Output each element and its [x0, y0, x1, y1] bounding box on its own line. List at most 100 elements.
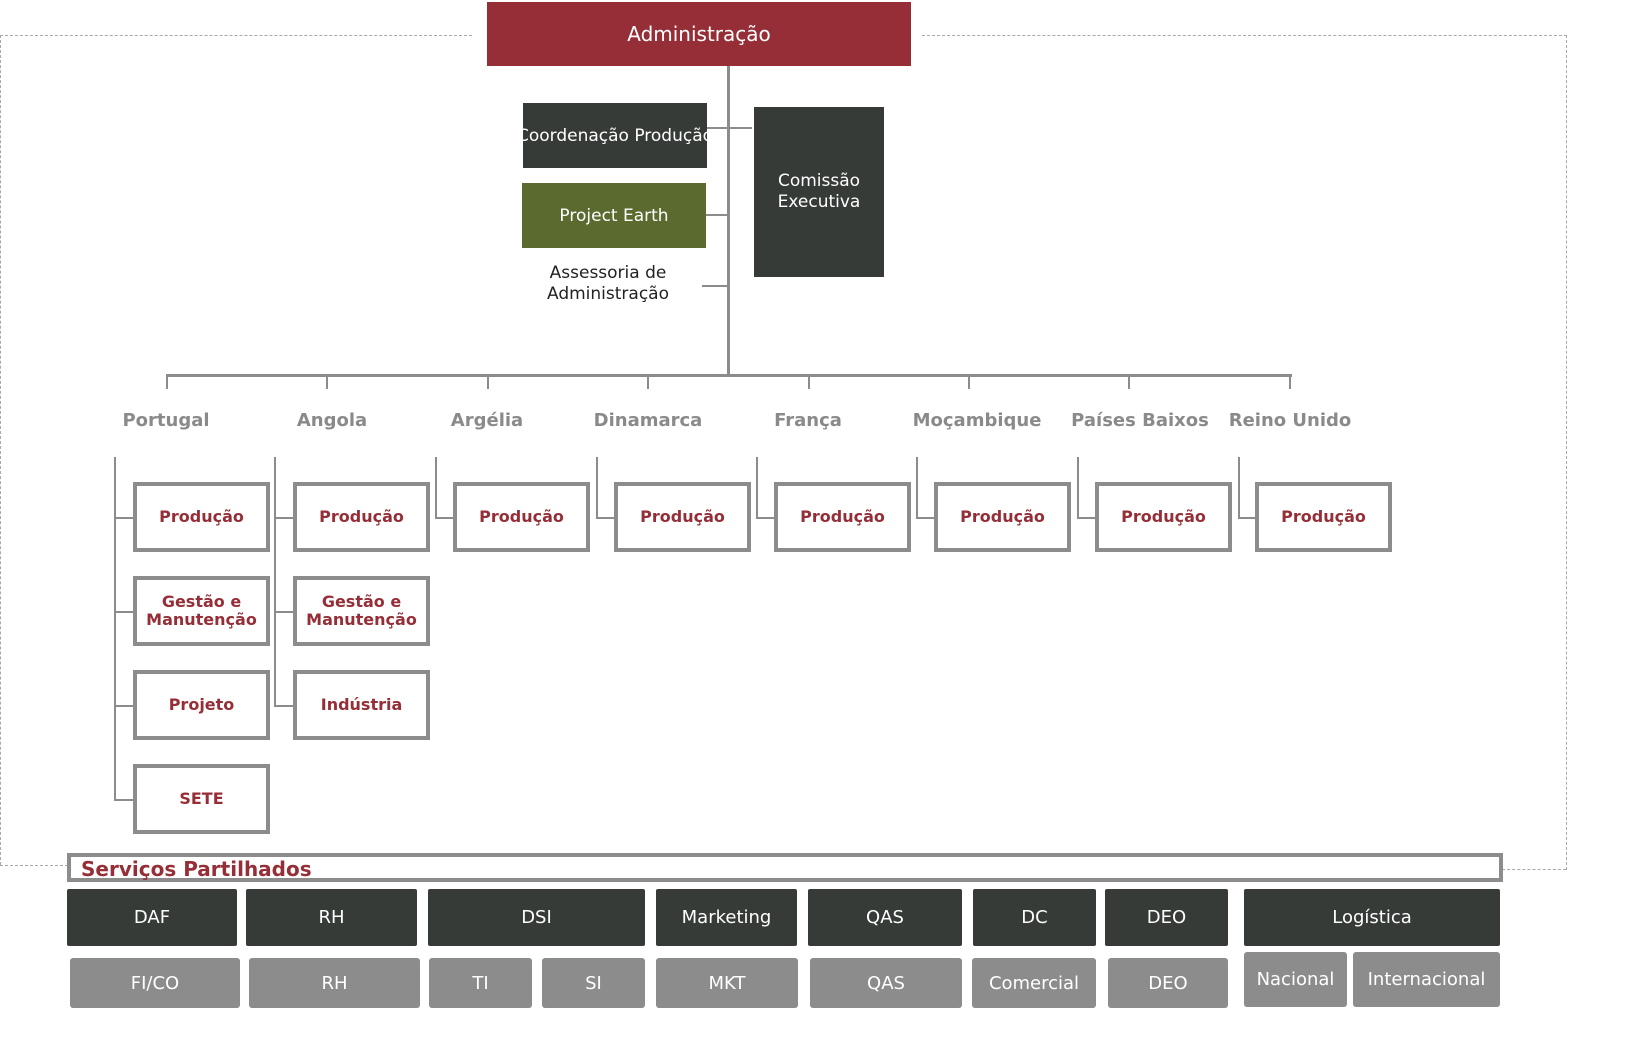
country-header[interactable]: França [774, 410, 842, 431]
service-group-box[interactable]: DSI [428, 889, 645, 946]
unit-label: Gestão e Manutenção [306, 592, 417, 629]
service-sub-box[interactable]: RH [249, 958, 420, 1008]
service-group-box[interactable]: QAS [808, 889, 962, 946]
unit-box[interactable]: Produção [133, 482, 270, 552]
unit-connector [1238, 517, 1255, 519]
unit-connector [916, 517, 934, 519]
service-sub-box[interactable]: FI/CO [70, 958, 240, 1008]
unit-box[interactable]: Produção [293, 482, 430, 552]
unit-connector [756, 517, 774, 519]
main-trunk [727, 66, 730, 376]
frame-left [0, 35, 1, 865]
unit-box[interactable]: Indústria [293, 670, 430, 740]
unit-connector [114, 705, 133, 707]
executive-label: Comissão Executiva [777, 171, 861, 212]
frame-right [1566, 35, 1567, 870]
frame-bottom-right [1502, 869, 1566, 870]
service-sub-box[interactable]: QAS [810, 958, 962, 1008]
unit-connector [114, 799, 133, 801]
unit-label: Produção [1121, 507, 1206, 526]
country-tick [968, 376, 970, 389]
service-sub-box[interactable]: MKT [656, 958, 798, 1008]
unit-box[interactable]: SETE [133, 764, 270, 834]
project-earth-connector [706, 214, 728, 216]
country-header[interactable]: Reino Unido [1228, 410, 1352, 431]
unit-connector [435, 517, 453, 519]
unit-box[interactable]: Produção [453, 482, 590, 552]
unit-label: SETE [179, 789, 224, 808]
unit-box[interactable]: Produção [1255, 482, 1392, 552]
unit-connector [114, 517, 133, 519]
country-header[interactable]: Argélia [450, 410, 524, 431]
unit-label: Gestão e Manutenção [146, 592, 257, 629]
country-header[interactable]: Moçambique [912, 410, 1042, 431]
unit-connector [274, 611, 293, 613]
service-group-box[interactable]: DEO [1105, 889, 1228, 946]
administration-box[interactable]: Administração [487, 2, 911, 66]
frame-bottom-left [0, 865, 68, 866]
advisory-label[interactable]: Assessoria de Administração [547, 263, 669, 304]
coordination-label: Coordenação Produção [516, 125, 714, 146]
country-tick [808, 376, 810, 389]
service-group-box[interactable]: Marketing [656, 889, 797, 946]
shared-services-title: Serviços Partilhados [81, 857, 312, 881]
unit-box[interactable]: Projeto [133, 670, 270, 740]
country-vertical-line [435, 457, 437, 518]
country-header[interactable]: Países Baixos [1071, 410, 1209, 431]
unit-box[interactable]: Produção [614, 482, 751, 552]
unit-label: Indústria [320, 695, 403, 714]
country-tick [1128, 376, 1130, 389]
country-bus [166, 374, 1292, 377]
unit-box[interactable]: Produção [1095, 482, 1232, 552]
country-vertical-line [114, 457, 116, 800]
unit-label: Produção [159, 507, 244, 526]
unit-label: Projeto [168, 695, 235, 714]
country-header[interactable]: Portugal [122, 410, 210, 431]
country-vertical-line [1077, 457, 1079, 518]
unit-box[interactable]: Produção [934, 482, 1071, 552]
country-tick [487, 376, 489, 389]
unit-connector [114, 611, 133, 613]
project-earth-box[interactable]: Project Earth [522, 183, 706, 248]
unit-box[interactable]: Produção [774, 482, 911, 552]
country-header[interactable]: Dinamarca [593, 410, 703, 431]
unit-label: Produção [479, 507, 564, 526]
service-group-box[interactable]: DC [973, 889, 1096, 946]
service-group-box[interactable]: RH [246, 889, 417, 946]
country-tick [166, 376, 168, 389]
country-vertical-line [1238, 457, 1240, 518]
country-tick [326, 376, 328, 389]
coordination-connector [707, 127, 752, 129]
service-sub-box[interactable]: SI [542, 958, 645, 1008]
country-vertical-line [756, 457, 758, 518]
service-sub-box[interactable]: TI [429, 958, 532, 1008]
project-earth-label: Project Earth [559, 205, 669, 226]
service-group-box[interactable]: DAF [67, 889, 237, 946]
coordination-box[interactable]: Coordenação Produção [517, 103, 713, 168]
service-sub-box[interactable]: Internacional [1353, 952, 1500, 1007]
advisory-connector [702, 285, 728, 287]
unit-label: Produção [960, 507, 1045, 526]
administration-label: Administração [627, 22, 771, 46]
country-vertical-line [596, 457, 598, 518]
service-sub-box[interactable]: Comercial [972, 958, 1096, 1008]
country-vertical-line [274, 457, 276, 706]
unit-label: Produção [1281, 507, 1366, 526]
service-sub-box[interactable]: DEO [1108, 958, 1228, 1008]
service-sub-box[interactable]: Nacional [1244, 952, 1347, 1007]
unit-label: Produção [640, 507, 725, 526]
unit-connector [596, 517, 614, 519]
country-header[interactable]: Angola [296, 410, 368, 431]
executive-box[interactable]: Comissão Executiva [754, 107, 884, 277]
country-tick [647, 376, 649, 389]
frame-top-right [922, 35, 1567, 36]
country-tick [1289, 376, 1291, 389]
unit-connector [274, 517, 293, 519]
service-group-box[interactable]: Logística [1244, 889, 1500, 946]
unit-label: Produção [800, 507, 885, 526]
unit-box[interactable]: Gestão e Manutenção [293, 576, 430, 646]
frame-top-left [0, 35, 472, 36]
unit-box[interactable]: Gestão e Manutenção [133, 576, 270, 646]
unit-connector [274, 705, 293, 707]
unit-label: Produção [319, 507, 404, 526]
